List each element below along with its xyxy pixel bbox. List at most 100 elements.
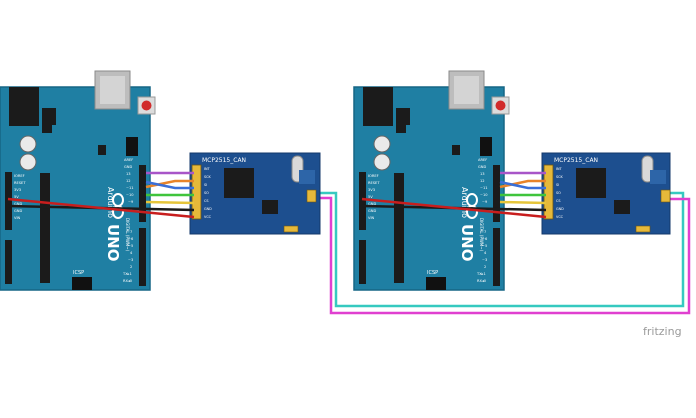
capacitor [373,135,391,153]
svg-text:~11: ~11 [480,186,488,190]
arduino-logo [112,193,124,219]
svg-text:5V: 5V [14,195,19,199]
arduino-uno-board: ICSP Arduino UNO DIGITAL (PWM~) IOREF RE… [0,70,156,291]
mcp2515-chip [224,168,254,198]
svg-text:RESET: RESET [14,181,26,185]
power-jack [363,87,393,126]
svg-text:~5: ~5 [482,244,487,248]
svg-text:~10: ~10 [126,193,134,197]
svg-text:TX▸1: TX▸1 [122,272,132,276]
arduino-can-pair-2: ICSP Arduino UNO DIGITAL (PWM~) IOREF RE… [353,70,671,291]
svg-text:IOREF: IOREF [368,174,379,178]
svg-text:~3: ~3 [482,258,487,262]
svg-text:VCC: VCC [204,215,212,219]
svg-text:RESET: RESET [368,181,380,185]
can-terminal [306,189,317,203]
fritzing-watermark: fritzing [643,325,682,338]
svg-text:SCK: SCK [556,175,564,179]
icsp-label: ICSP [427,270,438,276]
arduino-logo [466,193,478,219]
svg-text:VIN: VIN [14,216,21,220]
digital-pin-labels: AREF GND 13 12 ~11 ~10 ~9 8 7 ~6 ~5 4 ~3… [476,158,488,283]
svg-text:~10: ~10 [480,193,488,197]
icsp-header-bottom [426,277,446,290]
icsp-header-bottom [72,277,92,290]
digital-label: DIGITAL (PWM~) [125,218,130,252]
arduino-model-text: UNO [104,224,122,262]
svg-text:INT: INT [204,167,211,171]
svg-text:RX◂0: RX◂0 [123,279,133,283]
arduino-can-pair-1: ICSP Arduino UNO DIGITAL (PWM~) IOREF RE… [0,70,321,291]
svg-text:AREF: AREF [478,158,487,162]
svg-text:INT: INT [556,167,563,171]
capacitor [373,153,391,171]
power-pin-labels: IOREF RESET 3V3 5V GND GND VIN [14,174,26,220]
svg-text:4: 4 [130,251,133,255]
can-module-label: MCP2515_CAN [554,157,598,164]
svg-text:GND: GND [14,202,22,206]
atmega-chip [40,173,50,283]
svg-text:4: 4 [484,251,487,255]
mcp2515-can-module: MCP2515_CAN INT SCK SI SO CS GND VCC [541,152,671,235]
svg-text:SI: SI [556,183,559,187]
icsp-label: ICSP [73,270,84,276]
svg-text:CS: CS [556,199,561,203]
analog-header [359,240,366,284]
svg-text:2: 2 [130,265,132,269]
capacitor [19,135,37,153]
svg-text:7: 7 [484,230,486,234]
termination-jumper [283,225,299,233]
svg-text:GND: GND [368,202,376,206]
svg-text:GND: GND [14,209,22,213]
digital-label: DIGITAL (PWM~) [479,218,484,252]
svg-text:7: 7 [130,230,132,234]
can-module-pin-labels: INT SCK SI SO CS GND VCC [556,167,564,219]
canl-wire [316,196,691,315]
atmega-chip [394,173,404,283]
can-bus-wires [316,191,691,315]
svg-text:VCC: VCC [556,215,564,219]
svg-text:SI: SI [204,183,207,187]
svg-text:SCK: SCK [204,175,212,179]
svg-text:IOREF: IOREF [14,174,25,178]
svg-text:~9: ~9 [482,200,488,204]
svg-text:SO: SO [556,191,561,195]
can-terminal [660,189,671,203]
capacitor [19,153,37,171]
svg-text:~3: ~3 [128,258,133,262]
svg-text:AREF: AREF [124,158,133,162]
power-header [5,172,12,230]
can-module-pin-labels: INT SCK SI SO CS GND VCC [204,167,212,219]
digital-header-bottom [139,228,146,286]
canh-wire [316,191,685,308]
wire-cs [145,200,195,205]
icsp-header-top [480,137,492,156]
wire-si [499,180,546,190]
termination-jumper [635,225,651,233]
svg-text:3V3: 3V3 [14,188,21,192]
wire-cs [499,200,547,205]
mcp2515-chip [576,168,606,198]
digital-header-bottom [493,228,500,286]
svg-text:GND: GND [204,207,212,211]
power-header [359,172,366,230]
svg-text:RX◂0: RX◂0 [477,279,487,283]
can-module-label: MCP2515_CAN [202,157,246,164]
can-module-header [543,164,554,220]
svg-text:13: 13 [480,172,485,176]
power-pin-labels: IOREF RESET 3V3 5V GND GND VIN [368,174,380,220]
svg-text:GND: GND [124,165,132,169]
svg-text:12: 12 [480,179,485,183]
svg-text:GND: GND [478,165,486,169]
svg-text:13: 13 [126,172,131,176]
power-jack [9,87,39,126]
svg-text:2: 2 [484,265,486,269]
svg-text:GND: GND [368,209,376,213]
svg-text:~6: ~6 [482,237,488,241]
svg-text:12: 12 [126,179,131,183]
spi-wires [7,171,195,219]
tja1050-chip [614,200,630,214]
svg-text:TX▸1: TX▸1 [476,272,486,276]
svg-text:~11: ~11 [126,186,134,190]
